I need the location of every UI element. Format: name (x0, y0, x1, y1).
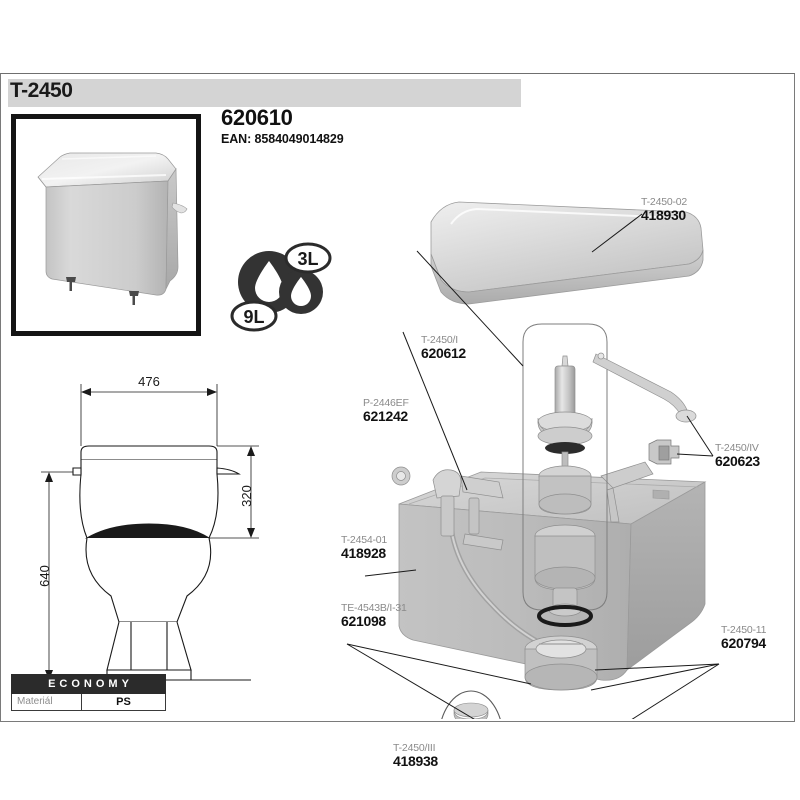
part-bolt-callout-left (438, 690, 504, 788)
dimension-width: 476 (138, 374, 160, 389)
part-label-fill-valve: T-2450/I 620612 (421, 334, 466, 361)
part-label-bolt-set: T-2450/III 418938 (393, 742, 438, 769)
part-flush-outlet (524, 635, 598, 691)
part-code-flush-outlet: T-2450-11 (721, 624, 767, 636)
part-code-tank-body: T-2454-01 (341, 534, 388, 546)
part-number-flush-outlet: 620794 (721, 635, 766, 651)
part-number-inlet-valve: 621242 (363, 408, 408, 424)
part-code-bolt-set: T-2450/III (393, 742, 436, 754)
product-code-block: 620610 EAN: 8584049014829 (221, 105, 344, 147)
part-lever-rod (592, 352, 697, 423)
part-fill-valve-stack (534, 355, 596, 627)
catalog-page: T-2450 (0, 73, 795, 800)
exploded-parts-diagram: T-2450-02 418930 T-2450/I 620612 T-2450/… (301, 104, 793, 800)
part-code-inlet-valve: P-2446EF (363, 397, 409, 409)
cistern-photo (37, 152, 188, 305)
exploded-svg (346, 201, 720, 800)
part-number-lid: 418930 (641, 207, 686, 223)
part-label-lid: T-2450-02 418930 (641, 196, 687, 223)
part-number-connector: 620623 (715, 453, 760, 469)
dimension-drawing: 476 320 640 (11, 364, 301, 734)
part-number-tank-body: 418928 (341, 545, 386, 561)
part-code-connector: T-2450/IV (715, 442, 759, 454)
product-photo-box (11, 114, 201, 336)
economy-table: ECONOMY Materiál PS (11, 674, 166, 711)
part-fill-valve-callout (522, 323, 608, 611)
part-label-inlet-valve: P-2446EF 621242 (363, 397, 409, 424)
badge-3l: 3L (284, 242, 332, 274)
product-ean: EAN: 8584049014829 (221, 132, 344, 146)
part-number-bolt-set: 418938 (393, 753, 438, 769)
table-row: Materiál PS (11, 694, 166, 711)
part-code-seal-ring: TE-4543B/I-31 (341, 602, 407, 614)
part-code-fill-valve: T-2450/I (421, 334, 458, 346)
part-label-seal-ring: TE-4543B/I-31 621098 (341, 602, 407, 629)
part-number-seal-ring: 621098 (341, 613, 386, 629)
badge-3l-text: 3L (297, 249, 318, 269)
part-number-fill-valve: 620612 (421, 345, 466, 361)
part-lid (430, 201, 704, 305)
product-code: 620610 (221, 105, 293, 130)
part-label-flush-outlet: T-2450-11 620794 (721, 624, 766, 651)
material-label: Materiál (12, 694, 82, 710)
dimension-total-height: 640 (37, 565, 52, 587)
dimension-cistern-height: 320 (239, 485, 254, 507)
header-bar (8, 79, 521, 107)
part-label-connector: T-2450/IV 620623 (715, 442, 760, 469)
badge-9l-text: 9L (243, 307, 264, 327)
part-code-lid: T-2450-02 (641, 196, 688, 208)
water-volume-badge: 3L 9L (225, 237, 335, 335)
economy-table-header: ECONOMY (11, 674, 166, 694)
material-value: PS (116, 696, 131, 708)
part-connector-clip (648, 439, 680, 465)
part-label-tank-body: T-2454-01 418928 (341, 534, 387, 561)
badge-9l: 9L (230, 300, 278, 332)
page-title: T-2450 (10, 79, 73, 102)
